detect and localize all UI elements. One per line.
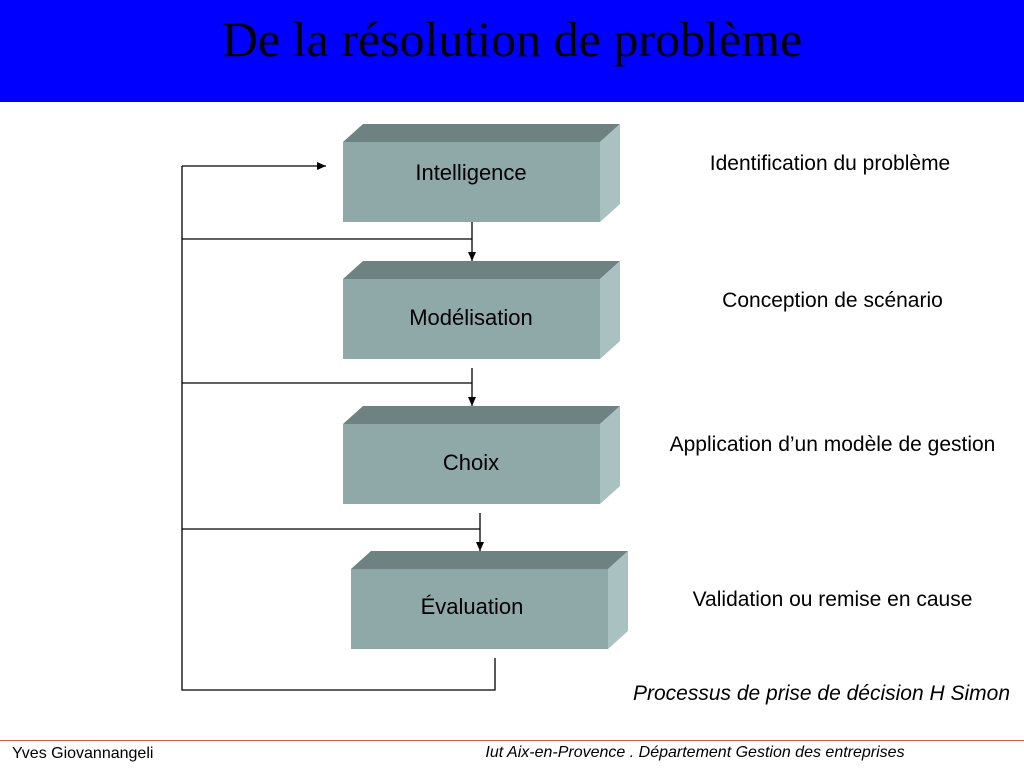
step-box-modelisation: Modélisation [343, 261, 620, 359]
footer-author: Yves Giovannangeli [12, 745, 154, 762]
box-top-face [343, 261, 620, 279]
box-side-face [600, 406, 620, 504]
box-side-face [600, 261, 620, 359]
box-front-face [343, 142, 600, 222]
title-bar [0, 0, 1024, 102]
box-side-face [608, 551, 628, 649]
diagram-caption: Processus de prise de décision H Simon [632, 682, 1010, 705]
step-label: Évaluation [421, 594, 524, 619]
box-front-face [343, 424, 600, 504]
step-box-intelligence: Intelligence [343, 124, 620, 222]
step-description-4: Validation ou remise en cause [692, 588, 973, 611]
footer-institution: Iut Aix-en-Provence . Département Gestio… [485, 744, 905, 761]
step-description-1: Identification du problème [709, 152, 951, 175]
step-label: Modélisation [409, 305, 533, 330]
box-side-face [600, 124, 620, 222]
step-description-3: Application d’un modèle de gestion [669, 433, 996, 456]
box-top-face [343, 124, 620, 142]
footer-divider [0, 740, 1024, 741]
step-box-evaluation: Évaluation [351, 551, 628, 649]
step-box-choix: Choix [343, 406, 620, 504]
box-top-face [343, 406, 620, 424]
box-front-face [351, 569, 608, 649]
box-front-face [343, 279, 600, 359]
slide-title: De la résolution de problème [221, 11, 803, 67]
box-top-face [351, 551, 628, 569]
step-label: Choix [443, 450, 499, 475]
step-label: Intelligence [415, 160, 526, 185]
step-description-2: Conception de scénario [722, 289, 943, 312]
feedback-loop-line [181, 166, 496, 691]
